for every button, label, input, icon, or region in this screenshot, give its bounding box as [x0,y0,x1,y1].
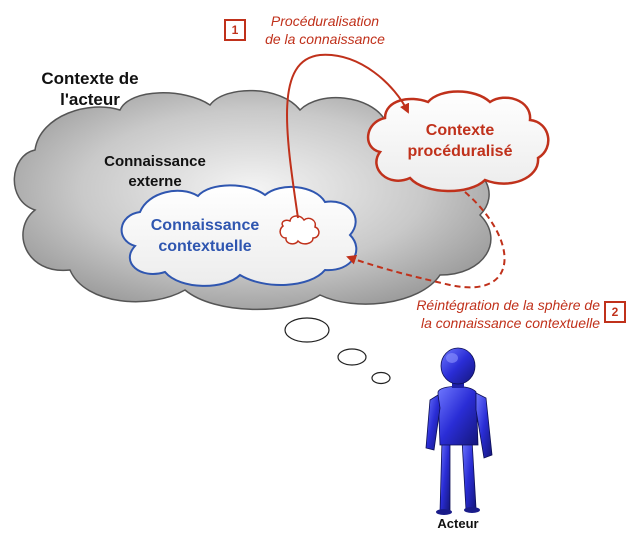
contextual-knowledge-label: Connaissance contextuelle [140,215,270,257]
proceduralized-context-label: Contexte procéduralisé [395,120,525,162]
proceduralized-context-cloud [366,90,550,193]
proceduralized-context-line1: Contexte [425,122,495,139]
contextual-knowledge-line1: Connaissance [150,217,260,234]
thought-bubble-small [371,371,391,385]
small-proceduralized-cloud [279,215,320,245]
external-knowledge-label: Connaissance externe [90,152,220,192]
thought-bubble-medium [337,348,367,366]
actor-context-title: Contexte de l'acteur [30,68,150,110]
proceduralisation-arrow [286,53,410,219]
actor-context-line2: l'acteur [60,90,120,109]
actor-context-line1: Contexte de [41,69,139,88]
external-knowledge-line1: Connaissance [104,153,206,170]
step2-line1: Réintégration de la sphère de [416,297,600,313]
contextual-knowledge-line2: contextuelle [158,238,252,255]
step2-line2: la connaissance contextuelle [420,315,600,331]
reintegration-arrow [346,191,506,289]
external-knowledge-line2: externe [128,173,182,190]
thought-bubble-large [284,317,330,343]
proceduralized-context-line2: procéduralisé [407,143,513,160]
step1-line1: Procéduralisation [270,13,380,29]
step1-line2: de la connaissance [265,31,385,47]
step2-badge: 2 [604,301,626,323]
step1-badge: 1 [224,19,246,41]
actor-figure-icon [425,347,493,515]
step1-label: Procéduralisation de la connaissance [250,12,400,48]
actor-label: Acteur [437,516,479,531]
step2-label: Réintégration de la sphère de la connais… [388,296,600,332]
